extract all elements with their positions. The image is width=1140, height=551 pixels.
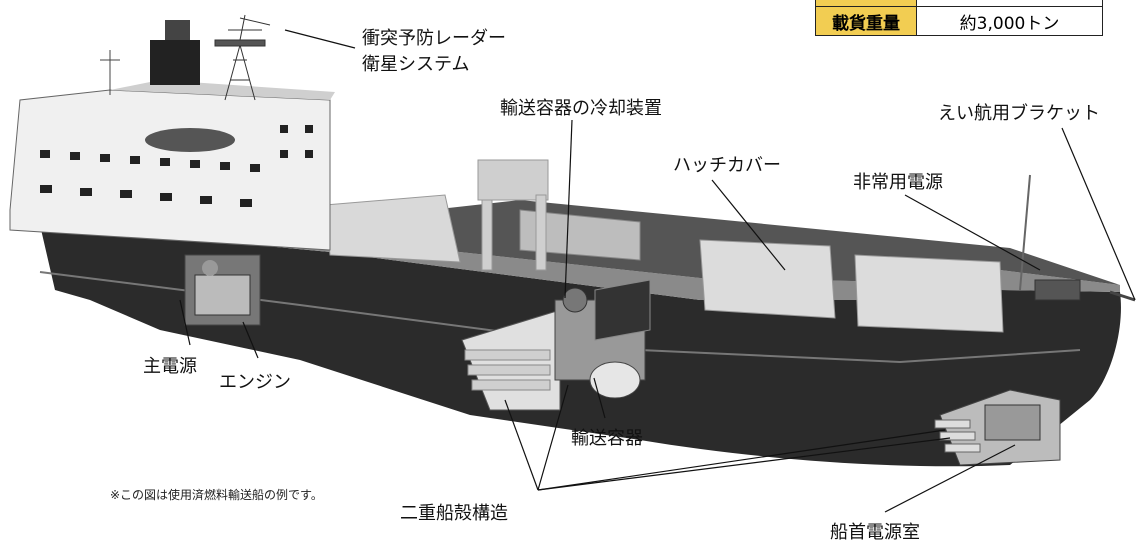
gantry-crane bbox=[477, 159, 549, 271]
spec-label: 載貨重量 bbox=[815, 6, 917, 36]
label-transport-container: 輸送容器 bbox=[571, 428, 643, 449]
spec-table: 載貨重量 約3,000トン bbox=[815, 0, 1103, 36]
radar-mast bbox=[214, 14, 271, 101]
label-double-hull: 二重船殻構造 bbox=[400, 503, 508, 524]
label-radar-line2: 衛星システム bbox=[362, 54, 470, 75]
spec-row-deadweight: 載貨重量 約3,000トン bbox=[815, 6, 1103, 36]
label-cooling-device: 輸送容器の冷却装置 bbox=[500, 98, 662, 119]
label-towing-bracket: えい航用ブラケット bbox=[938, 103, 1100, 124]
leader-lines bbox=[179, 29, 1136, 513]
engine-room-cutaway bbox=[184, 254, 261, 326]
label-bow-power-room: 船首電源室 bbox=[830, 522, 920, 543]
label-main-power: 主電源 bbox=[143, 356, 197, 377]
bow-cutaway bbox=[934, 389, 1061, 466]
deck bbox=[40, 215, 1120, 300]
label-hatch-cover: ハッチカバー bbox=[673, 155, 781, 176]
label-radar-line1: 衝突予防レーダー bbox=[362, 28, 506, 49]
hatch-cover-2 bbox=[699, 239, 836, 319]
label-emergency-power: 非常用電源 bbox=[853, 172, 943, 193]
superstructure bbox=[9, 20, 335, 251]
hatch-cover-1 bbox=[324, 194, 461, 263]
midship-cutaway bbox=[461, 279, 651, 411]
footnote: ※この図は使用済燃料輸送船の例です。 bbox=[110, 488, 323, 502]
label-engine: エンジン bbox=[219, 372, 291, 393]
hatch-cover-3 bbox=[854, 254, 1004, 333]
spec-value: 約3,000トン bbox=[916, 6, 1103, 36]
